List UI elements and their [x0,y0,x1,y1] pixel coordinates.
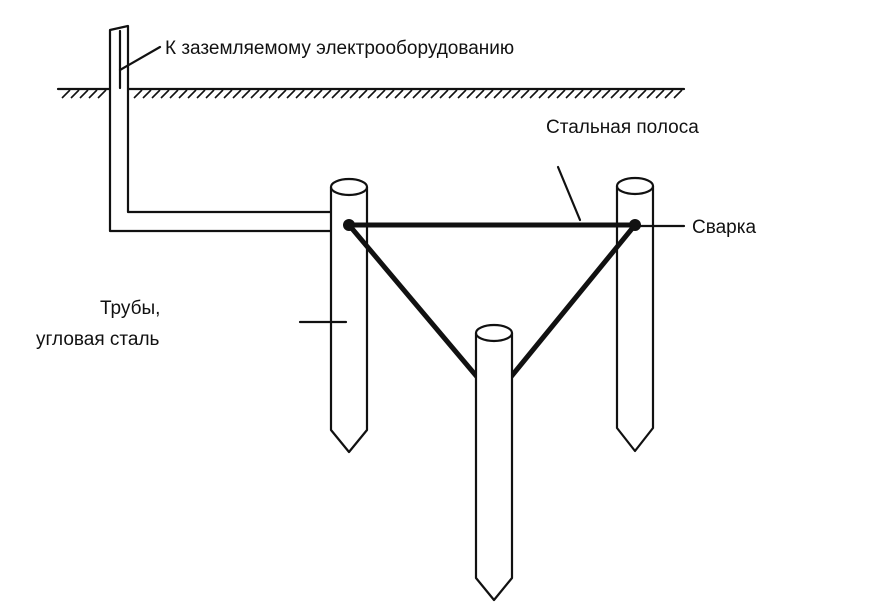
label-to-equipment: К заземляемому электрооборудованию [165,38,514,59]
hatch-tick [502,89,512,99]
hatch-tick [484,89,494,99]
weld-point-left [343,219,355,231]
middle-electrode [474,323,514,602]
hatch-tick [592,89,602,99]
ground-hatching [61,89,683,99]
hatch-tick [385,89,395,99]
hatch-tick [286,89,296,99]
hatch-tick [241,89,251,99]
hatch-tick [529,89,539,99]
hatch-tick [412,89,422,99]
hatch-tick [448,89,458,99]
hatch-tick [421,89,431,99]
hatch-tick [511,89,521,99]
hatch-tick [367,89,377,99]
hatch-tick [439,89,449,99]
steel-strip [346,222,638,381]
ground-surface [56,87,686,99]
hatch-tick [304,89,314,99]
label-welding: Сварка [692,217,756,238]
hatch-tick [97,89,107,99]
hatch-tick [70,89,80,99]
hatch-tick [187,89,197,99]
right-electrode [615,176,655,453]
hatch-tick [601,89,611,99]
hatch-tick [583,89,593,99]
hatch-tick [232,89,242,99]
hatch-tick [223,89,233,99]
hatch-tick [178,89,188,99]
hatch-tick [637,89,647,99]
hatch-tick [331,89,341,99]
hatch-tick [610,89,620,99]
hatch-tick [628,89,638,99]
hatch-tick [574,89,584,99]
leader-steel-strip [556,165,582,222]
hatch-tick [340,89,350,99]
hatch-tick [79,89,89,99]
hatch-tick [475,89,485,99]
hatch-tick [520,89,530,99]
hatch-tick [196,89,206,99]
left-electrode [329,177,369,454]
leader-equipment [118,45,162,72]
hatch-tick [673,89,683,99]
hatch-tick [565,89,575,99]
hatch-tick [142,89,152,99]
hatch-tick [457,89,467,99]
hatch-tick [493,89,503,99]
hatch-tick [214,89,224,99]
hatch-tick [88,89,98,99]
hatch-tick [313,89,323,99]
label-pipes-line1: Трубы, [100,298,160,319]
hatch-tick [394,89,404,99]
hatch-tick [133,89,143,99]
hatch-tick [376,89,386,99]
hatch-tick [556,89,566,99]
hatch-tick [358,89,368,99]
hatch-tick [277,89,287,99]
hatch-tick [403,89,413,99]
label-pipes-line2: угловая сталь [36,329,160,350]
hatch-tick [322,89,332,99]
hatch-tick [664,89,674,99]
hatch-tick [61,89,71,99]
hatch-tick [205,89,215,99]
hatch-tick [250,89,260,99]
hatch-tick [538,89,548,99]
hatch-tick [169,89,179,99]
hatch-tick [646,89,656,99]
weld-point-right [629,219,641,231]
hatch-tick [295,89,305,99]
hatch-tick [466,89,476,99]
hatch-tick [349,89,359,99]
hatch-tick [655,89,665,99]
hatch-tick [160,89,170,99]
hatch-tick [619,89,629,99]
hatch-tick [259,89,269,99]
hatch-tick [151,89,161,99]
label-steel-strip: Стальная полоса [546,117,699,138]
hatch-tick [268,89,278,99]
hatch-tick [430,89,440,99]
hatch-tick [547,89,557,99]
